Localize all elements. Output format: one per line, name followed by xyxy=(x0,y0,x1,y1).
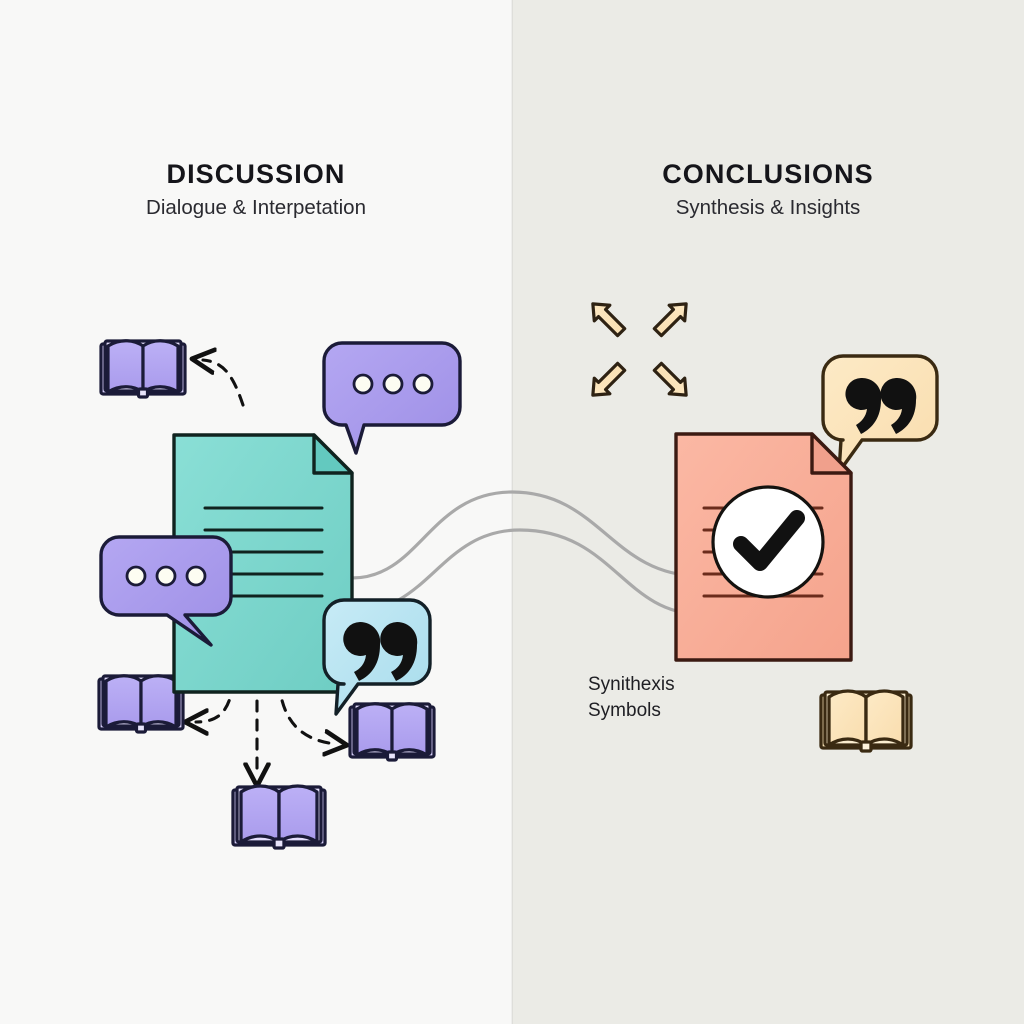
arrow-ne xyxy=(652,302,688,338)
synthesis-caption-line-2: Symbols xyxy=(588,700,661,722)
book-icon-cream xyxy=(819,689,913,753)
dashed-arrow-to-top-left-book xyxy=(203,360,245,407)
panel-divider xyxy=(511,0,513,1024)
discussion-subtitle: Dialogue & Interpetation xyxy=(146,196,366,220)
book-icon-bottom-right xyxy=(348,702,436,762)
check-circle-badge xyxy=(711,485,825,599)
quote-glyph xyxy=(845,377,917,434)
salmon-document xyxy=(674,432,853,662)
synthesis-caption-line-1: Synithexis xyxy=(588,674,675,695)
four-way-arrows-cluster xyxy=(591,302,688,397)
conclusions-heading-block: CONCLUSIONS Synthesis & Insights xyxy=(512,160,1024,220)
synthesis-symbols-caption: Synithexis Symbols xyxy=(588,672,768,724)
arrow-sw xyxy=(591,361,627,397)
book-icon-bottom-middle xyxy=(231,784,327,850)
bubble-dots xyxy=(125,565,207,587)
connector-curve-lower xyxy=(350,528,702,616)
bubble-dots xyxy=(352,373,434,395)
conclusions-title: CONCLUSIONS xyxy=(662,159,874,189)
quote-glyph xyxy=(343,621,418,681)
arrow-nw xyxy=(591,302,627,338)
speech-bubble-quote-blue xyxy=(322,598,432,716)
book-icon-top-left xyxy=(99,339,187,399)
conclusions-subtitle: Synthesis & Insights xyxy=(675,196,861,220)
speech-bubble-quote-cream xyxy=(821,354,939,474)
teal-document xyxy=(172,433,354,694)
connector-curves xyxy=(350,490,702,616)
arrow-se xyxy=(652,361,688,397)
connector-curve-upper xyxy=(350,490,702,580)
speech-bubble-dots-left xyxy=(99,535,233,647)
book-icon-bottom-left xyxy=(97,674,185,734)
discussion-title: DISCUSSION xyxy=(166,159,346,189)
speech-bubble-dots-top xyxy=(322,341,462,455)
discussion-heading-block: DISCUSSION Dialogue & Interpetation xyxy=(0,160,512,220)
